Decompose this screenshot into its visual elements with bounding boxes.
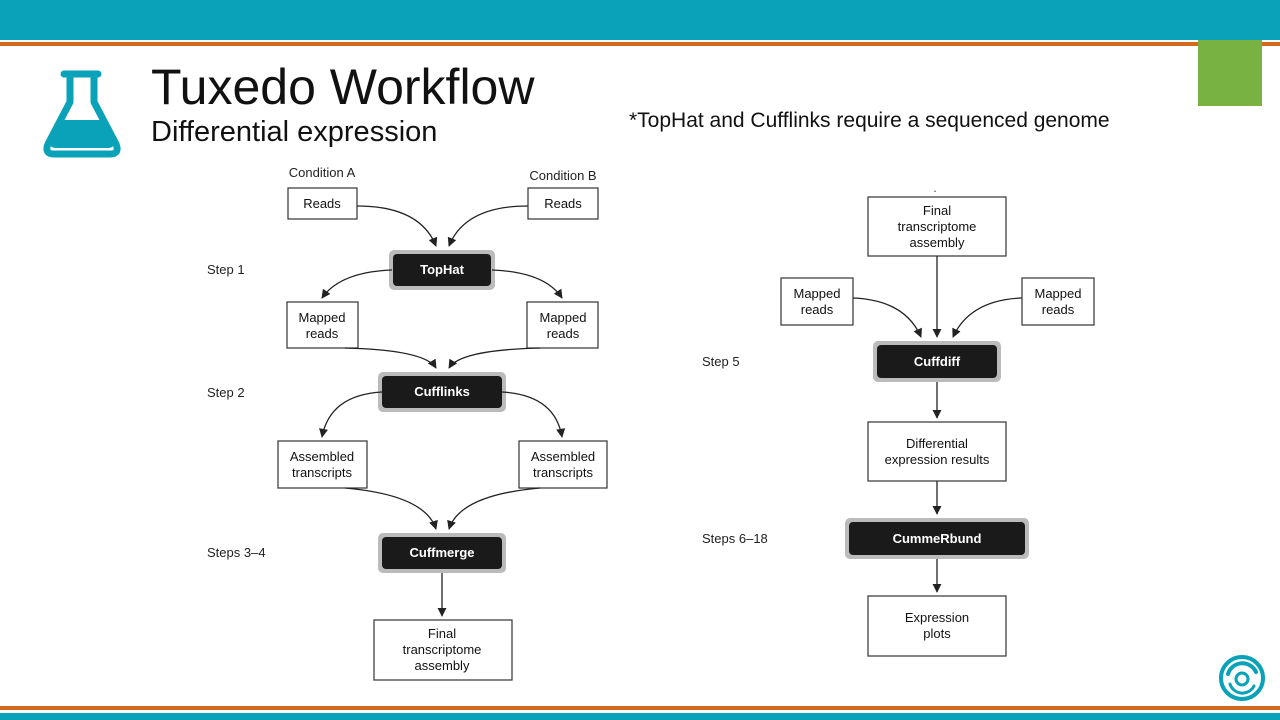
left-diagram-arrows	[319, 205, 566, 617]
circular-logo-icon	[1216, 652, 1268, 709]
svg-text:Final: Final	[923, 203, 951, 218]
condition-a-label: Condition A	[289, 165, 356, 180]
svg-text:Reads: Reads	[303, 196, 341, 211]
genome-note: *TopHat and Cufflinks require a sequence…	[629, 109, 1110, 132]
svg-text:reads: reads	[547, 326, 580, 341]
svg-text:Mapped: Mapped	[794, 286, 841, 301]
expression-plots-box: Expression plots	[867, 595, 1007, 657]
svg-text:Reads: Reads	[544, 196, 582, 211]
assembled-transcripts-a-box: Assembled transcripts	[277, 440, 368, 489]
slide-title: Tuxedo Workflow	[151, 59, 535, 115]
svg-text:expression results: expression results	[885, 452, 990, 467]
svg-text:Assembled: Assembled	[290, 449, 354, 464]
differential-results-box: Differential expression results	[867, 421, 1007, 482]
steps-3-4-label: Steps 3–4	[207, 545, 266, 560]
assembled-transcripts-b-box: Assembled transcripts	[518, 440, 608, 489]
svg-text:Final: Final	[428, 626, 456, 641]
right-diagram-arrows	[852, 256, 1023, 593]
green-accent-square	[1198, 40, 1262, 106]
svg-text:assembly: assembly	[910, 235, 965, 250]
svg-text:TopHat: TopHat	[420, 262, 464, 277]
svg-text:Mapped: Mapped	[540, 310, 587, 325]
svg-text:reads: reads	[1042, 302, 1075, 317]
step-5-label: Step 5	[702, 354, 740, 369]
svg-text:Mapped: Mapped	[299, 310, 346, 325]
step-2-label: Step 2	[207, 385, 245, 400]
svg-text:CummeRbund: CummeRbund	[893, 531, 982, 546]
tophat-tool-box: TopHat	[389, 250, 495, 290]
svg-text:transcripts: transcripts	[533, 465, 593, 480]
final-assembly-box-right: Final transcriptome assembly	[867, 196, 1007, 257]
svg-text:Assembled: Assembled	[531, 449, 595, 464]
top-accent-bar	[0, 0, 1280, 40]
bottom-accent-line	[0, 706, 1280, 710]
svg-text:Cuffdiff: Cuffdiff	[914, 354, 961, 369]
svg-text:transcriptome: transcriptome	[898, 219, 977, 234]
svg-text:reads: reads	[801, 302, 834, 317]
mapped-reads-b-box: Mapped reads	[526, 301, 599, 349]
slide-subtitle: Differential expression	[151, 116, 438, 148]
stray-mark: .	[933, 180, 937, 195]
svg-text:Cuffmerge: Cuffmerge	[409, 545, 474, 560]
svg-text:plots: plots	[923, 626, 951, 641]
svg-text:Differential: Differential	[906, 436, 968, 451]
svg-text:transcripts: transcripts	[292, 465, 352, 480]
svg-text:Cufflinks: Cufflinks	[414, 384, 470, 399]
svg-text:Mapped: Mapped	[1035, 286, 1082, 301]
condition-b-label: Condition B	[529, 168, 596, 183]
cuffdiff-tool-box: Cuffdiff	[873, 341, 1001, 382]
flask-icon	[40, 68, 124, 165]
top-accent-line	[0, 42, 1280, 46]
svg-text:assembly: assembly	[415, 658, 470, 673]
step-1-label: Step 1	[207, 262, 245, 277]
final-assembly-box-left: Final transcriptome assembly	[373, 619, 513, 681]
reads-b-box: Reads	[527, 187, 599, 220]
mapped-reads-a-box: Mapped reads	[286, 301, 359, 349]
svg-text:Expression: Expression	[905, 610, 969, 625]
svg-text:transcriptome: transcriptome	[403, 642, 482, 657]
cuffmerge-tool-box: Cuffmerge	[378, 533, 506, 573]
mapped-reads-right-b-box: Mapped reads	[1021, 277, 1095, 326]
reads-a-box: Reads	[287, 187, 358, 220]
bottom-accent-bar	[0, 713, 1280, 720]
mapped-reads-right-a-box: Mapped reads	[780, 277, 854, 326]
svg-text:reads: reads	[306, 326, 339, 341]
cummerbund-tool-box: CummeRbund	[845, 518, 1029, 559]
cufflinks-tool-box: Cufflinks	[378, 372, 506, 412]
steps-6-18-label: Steps 6–18	[702, 531, 768, 546]
